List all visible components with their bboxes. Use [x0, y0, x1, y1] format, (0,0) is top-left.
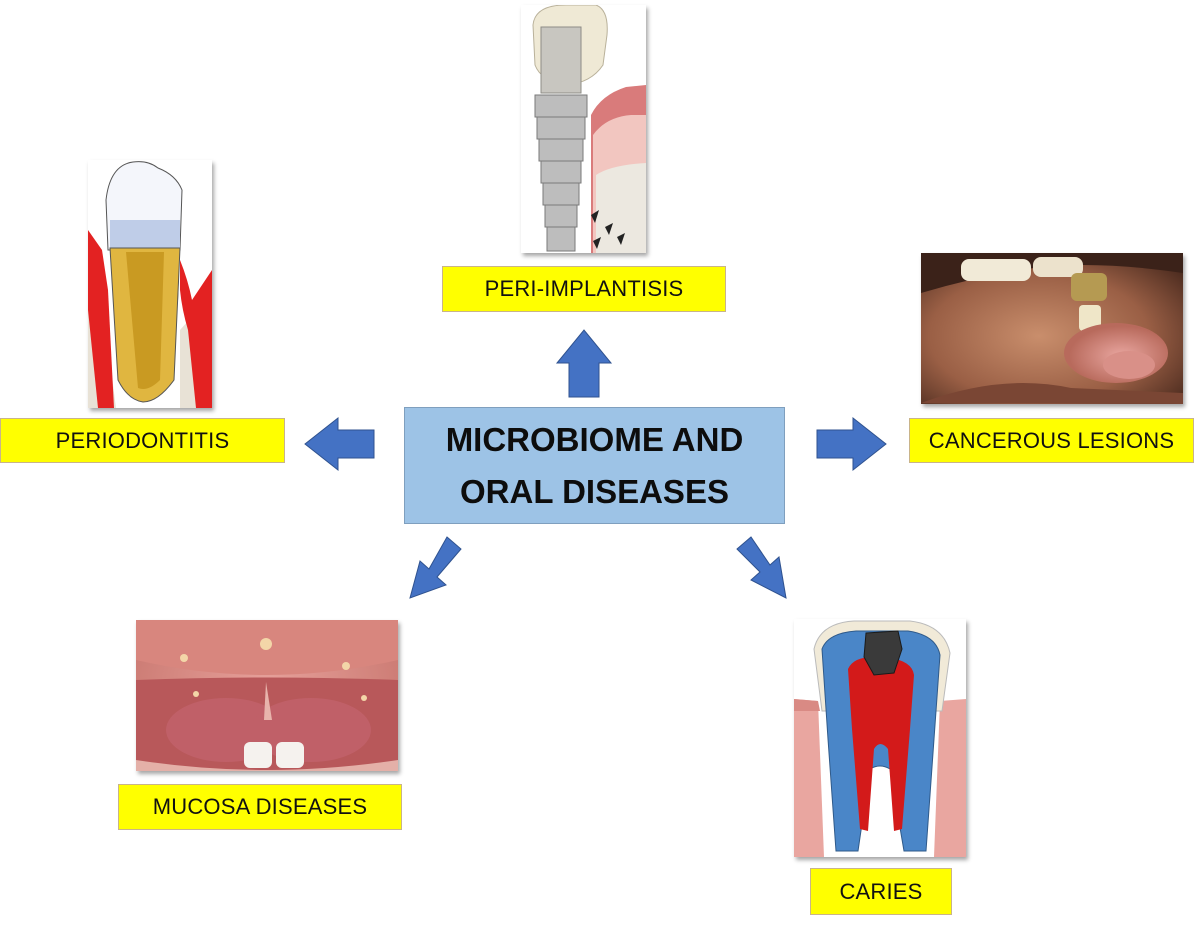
- caries-illustration: [794, 619, 966, 857]
- label-mucosa-diseases: MUCOSA DISEASES: [118, 784, 402, 830]
- label-caries: CARIES: [810, 868, 952, 915]
- arrow-left: [304, 416, 375, 472]
- label-periodontitis: PERIODONTITIS: [0, 418, 285, 463]
- peri-implantitis-illustration: [521, 5, 646, 253]
- label-cancerous-lesions: CANCEROUS LESIONS: [909, 418, 1194, 463]
- label-peri-implantitis: PERI-IMPLANTISIS: [442, 266, 726, 312]
- mucosa-diseases-photo: [136, 620, 398, 771]
- arrow-right: [816, 416, 887, 472]
- center-title-line-1: MICROBIOME AND: [445, 420, 744, 458]
- arrow-down-right: [736, 536, 787, 599]
- arrow-down-left: [409, 536, 462, 599]
- center-title-line-2: ORAL DISEASES: [460, 472, 729, 510]
- cancerous-lesions-photo: [921, 253, 1183, 404]
- periodontitis-illustration: [88, 160, 212, 408]
- arrow-up: [555, 329, 613, 398]
- center-node: MICROBIOME AND ORAL DISEASES: [404, 407, 785, 524]
